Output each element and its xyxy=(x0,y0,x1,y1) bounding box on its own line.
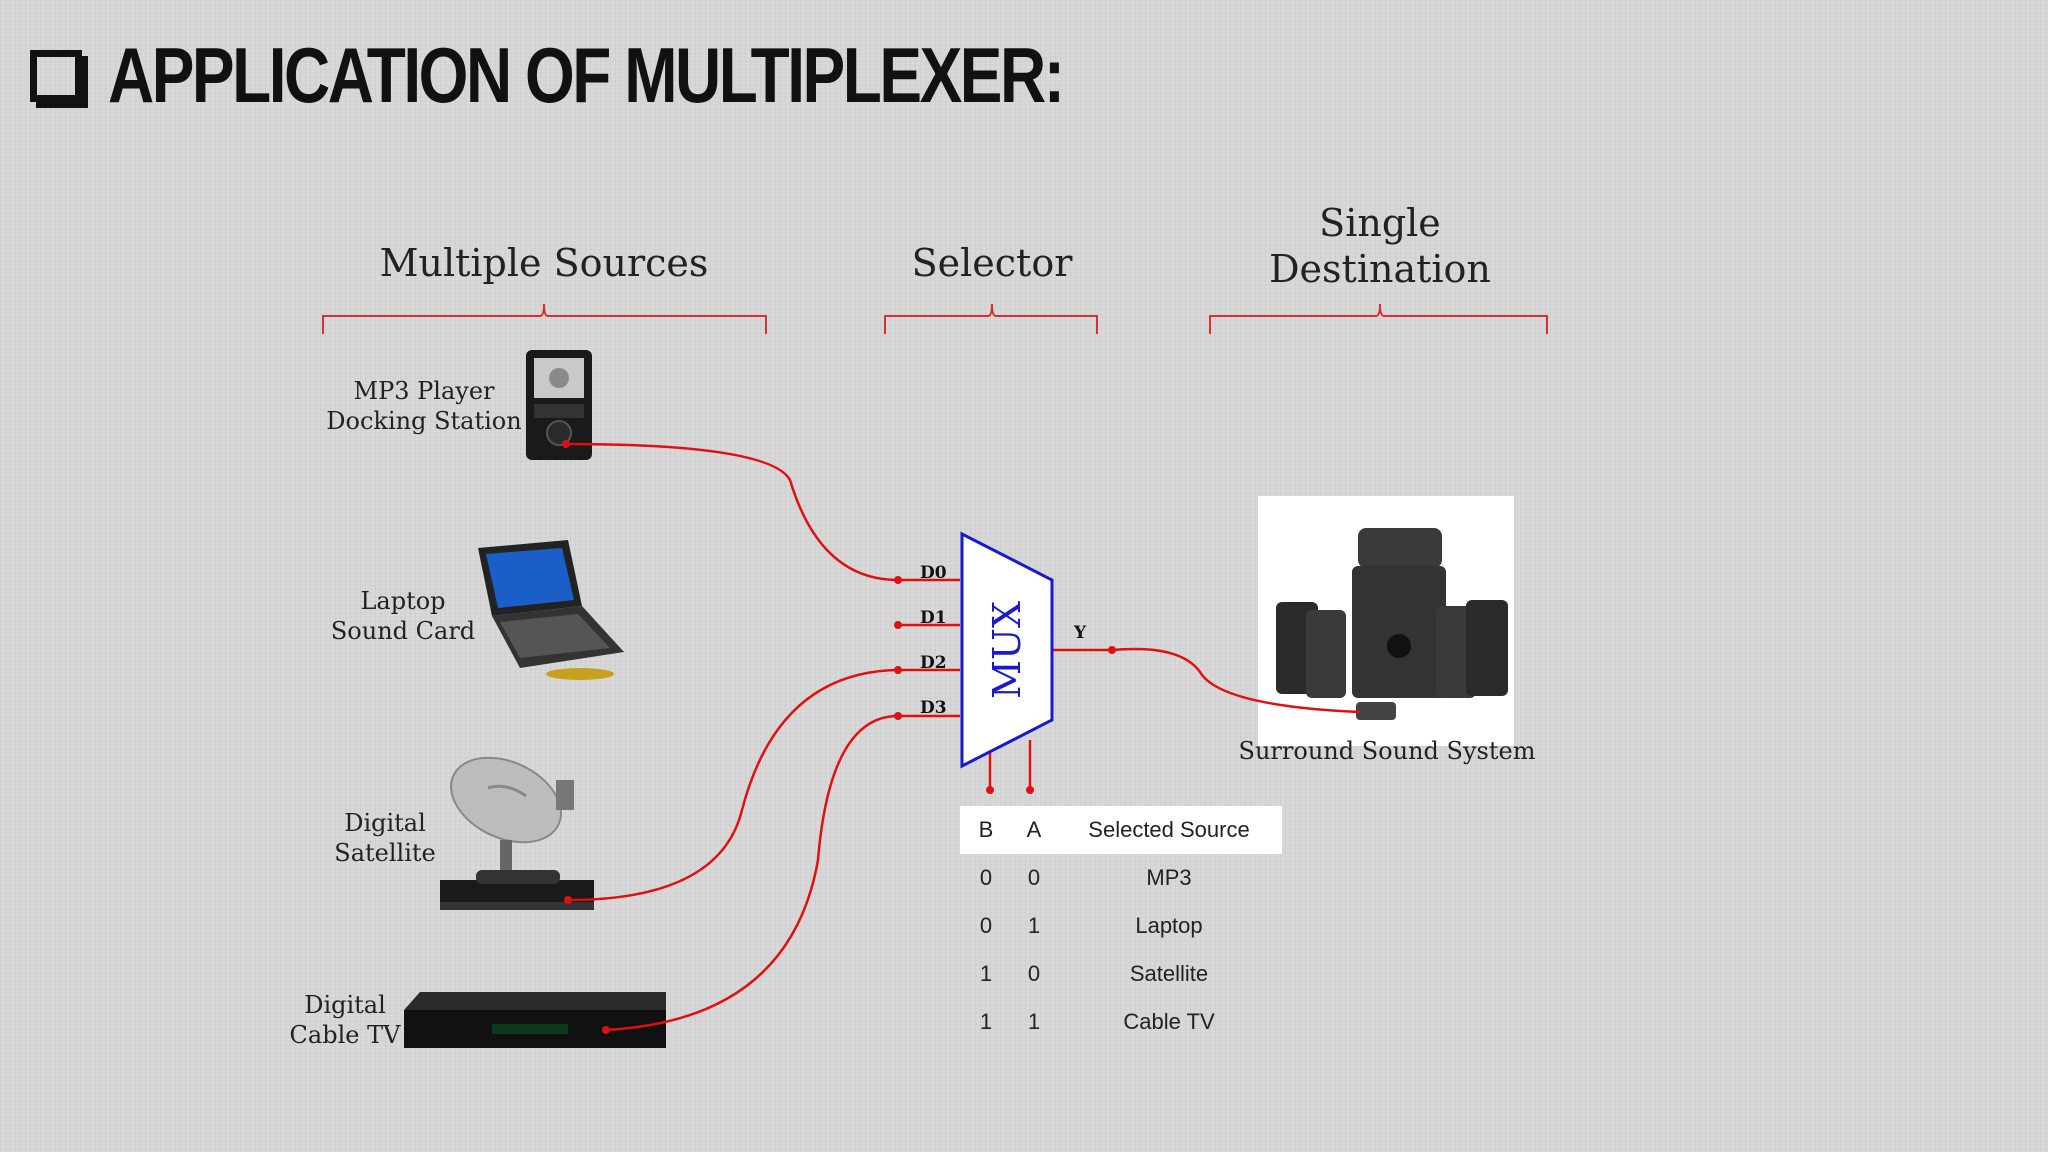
header-selected-source: Selected Source xyxy=(1088,817,1250,842)
cell-b: 1 xyxy=(979,961,993,986)
wire-satellite-d2 xyxy=(567,668,899,902)
cell-a: 1 xyxy=(1027,913,1041,938)
slide-title: APPLICATION OF MULTIPLEXER: xyxy=(30,30,1272,121)
label-cable: Digital Cable TV xyxy=(280,990,410,1050)
title-text: APPLICATION OF MULTIPLEXER: xyxy=(108,31,1065,119)
dot-b xyxy=(986,786,994,794)
cable-box-icon xyxy=(404,992,666,1048)
brace-selector xyxy=(884,303,1098,334)
label-cable-line1: Digital xyxy=(304,991,386,1019)
cell-a: 0 xyxy=(1027,865,1041,890)
cell-source: Satellite xyxy=(1129,961,1209,986)
cell-b: 1 xyxy=(979,1009,993,1034)
label-mp3-line2: Docking Station xyxy=(326,407,522,435)
wire-y-speakers xyxy=(1111,647,1361,714)
checkbox-bullet-icon xyxy=(30,49,82,102)
mux-block xyxy=(960,531,1054,769)
mux-label: MUX xyxy=(985,601,1029,699)
wires xyxy=(565,442,1361,1032)
mp3-player-icon xyxy=(526,350,592,460)
label-speakers: Surround Sound System xyxy=(1238,737,1536,765)
cell-a: 1 xyxy=(1027,1009,1041,1034)
header-destination-line2: Destination xyxy=(1269,247,1491,291)
cell-source: Laptop xyxy=(1135,913,1203,938)
output-label-y: Y xyxy=(1073,623,1087,643)
dot-d3 xyxy=(894,712,902,720)
dot-y xyxy=(1108,646,1116,654)
dot-a xyxy=(1026,786,1034,794)
input-label-d0: D0 xyxy=(920,563,947,583)
label-laptop: Laptop Sound Card xyxy=(318,586,488,646)
truth-table-header: B A Selected Source xyxy=(960,806,1282,854)
header-single-destination: Single Destination xyxy=(1230,200,1530,292)
dot-d2 xyxy=(894,666,902,674)
header-destination-line1: Single xyxy=(1319,201,1441,245)
label-cable-line2: Cable TV xyxy=(289,1021,401,1049)
table-row: 0 1 Laptop xyxy=(960,902,1282,950)
laptop-icon xyxy=(478,540,624,680)
dot-mp3 xyxy=(562,440,570,448)
dot-d0 xyxy=(894,576,902,584)
dot-d1 xyxy=(894,621,902,629)
cell-b: 0 xyxy=(979,913,993,938)
label-mp3: MP3 Player Docking Station xyxy=(318,376,530,436)
brace-sources xyxy=(322,303,767,334)
input-label-d1: D1 xyxy=(920,608,947,628)
table-row: 1 1 Cable TV xyxy=(960,998,1282,1046)
table-row: 0 0 MP3 xyxy=(960,854,1282,902)
header-b: B xyxy=(978,817,994,842)
label-mp3-line1: MP3 Player xyxy=(353,377,495,405)
label-satellite-line2: Satellite xyxy=(334,839,436,867)
wire-mp3-d0 xyxy=(565,442,899,582)
header-selector: Selector xyxy=(911,241,1073,285)
dot-satellite xyxy=(564,896,572,904)
truth-table: B A Selected Source 0 0 MP3 0 1 Laptop 1… xyxy=(960,806,1282,1046)
label-satellite-line1: Digital xyxy=(344,809,426,837)
label-laptop-line2: Sound Card xyxy=(330,617,476,645)
dot-cable xyxy=(602,1026,610,1034)
cell-a: 0 xyxy=(1027,961,1041,986)
surround-speakers-icon xyxy=(1258,496,1514,746)
input-label-d2: D2 xyxy=(920,653,947,673)
satellite-dish-icon xyxy=(440,756,594,910)
wire-cable-d3 xyxy=(605,714,899,1032)
cell-source: MP3 xyxy=(1146,865,1192,890)
input-label-d3: D3 xyxy=(920,698,947,718)
label-satellite: Digital Satellite xyxy=(320,808,450,868)
header-a: A xyxy=(1026,817,1042,842)
cell-b: 0 xyxy=(979,865,993,890)
table-row: 1 0 Satellite xyxy=(960,950,1282,998)
label-laptop-line1: Laptop xyxy=(360,587,446,615)
header-multiple-sources: Multiple Sources xyxy=(379,241,709,285)
cell-source: Cable TV xyxy=(1123,1009,1215,1034)
brace-destination xyxy=(1209,303,1548,334)
